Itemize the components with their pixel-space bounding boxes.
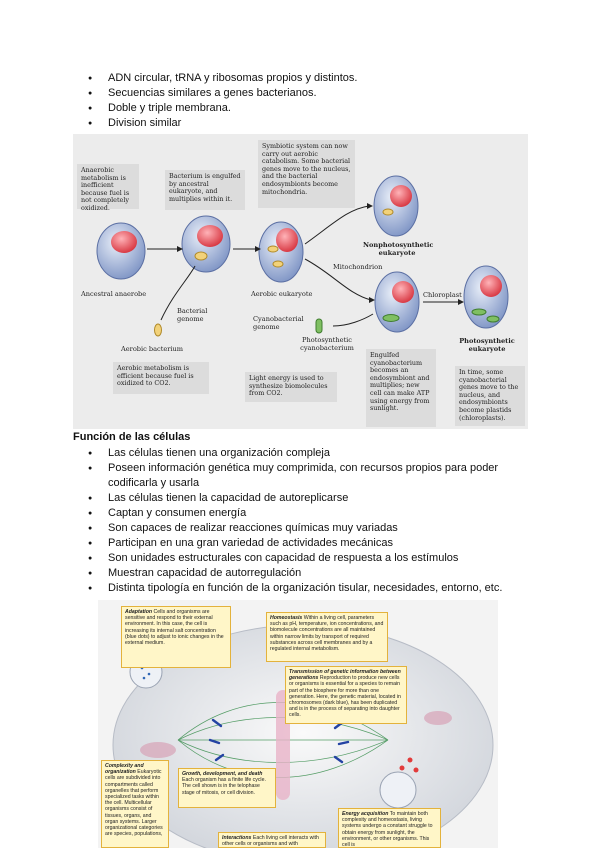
note-energy: Energy acquisition To maintain both comp… (338, 808, 441, 848)
note-title: Growth, development, and death (182, 771, 263, 777)
note-interactions: Interactions Each living cell interacts … (218, 832, 326, 848)
list-item: Distinta tipología en función de la orga… (88, 581, 518, 596)
note-text: Each organism has a finite life cycle. T… (182, 777, 266, 796)
note-complexity: Complexity and organization Eukaryotic c… (101, 760, 169, 848)
note-text: Cells and organisms are sensitive and re… (125, 609, 224, 647)
note-growth: Growth, development, and death Each orga… (178, 768, 276, 808)
list-item: Division similar (88, 116, 528, 131)
list-item: Son unidades estructurales con capacidad… (88, 551, 518, 566)
label-chloroplast: Chloroplast (423, 291, 462, 299)
label-bacterial-genome: Bacterial genome (177, 307, 208, 323)
endosymbiosis-figure: Anaerobic metabolism is inefficient beca… (73, 134, 528, 429)
list-item: Las células tienen una organización comp… (88, 446, 518, 461)
note-bacterium-engulfed: Bacterium is engulfed by ancestral eukar… (165, 170, 245, 210)
label-cyanobacterial-genome: Cyanobacterial genome (253, 315, 304, 331)
list-item: Las células tienen la capacidad de autor… (88, 491, 518, 506)
label-photosynthetic-cyanobacterium: Photosynthetic cyanobacterium (300, 336, 354, 352)
list-item: Captan y consumen energía (88, 506, 518, 521)
list-item: Poseen información genética muy comprimi… (88, 461, 518, 491)
note-title: Energy acquisition (342, 811, 389, 817)
note-engulfed-cyanobacterium: Engulfed cyanobacterium becomes an endos… (366, 349, 436, 427)
label-aerobic-bacterium: Aerobic bacterium (121, 345, 184, 353)
label-ancestral-anaerobe: Ancestral anaerobe (81, 290, 147, 298)
bullet-list-similarities: ADN circular, tRNA y ribosomas propios y… (88, 71, 528, 131)
list-item: Muestran capacidad de autorregulación (88, 566, 518, 581)
endosymbiosis-artwork (96, 175, 509, 337)
list-item: Secuencias similares a genes bacterianos… (88, 86, 528, 101)
note-text: Eukaryotic cells are subdivided into com… (105, 769, 163, 838)
note-title: Interactions (222, 835, 252, 841)
label-aerobic-eukaryote: Aerobic eukaryote (251, 290, 313, 298)
label-nonphotosynthetic-eukaryote: Nonphotosynthetic eukaryote (363, 241, 434, 257)
note-title: Homeostasis (270, 615, 303, 621)
list-item: Participan en una gran variedad de activ… (88, 536, 518, 551)
note-transmission: Transmission of genetic information betw… (285, 666, 407, 724)
label-photosynthetic-eukaryote: Photosynthetic eukaryote (459, 337, 515, 353)
label-mitochondrion: Mitochondrion (333, 263, 383, 271)
note-symbiotic-system: Symbiotic system can now carry out aerob… (258, 140, 355, 208)
note-text: To maintain both complexity and homeosta… (342, 811, 433, 848)
note-in-time: In time, some cyanobacterial genes move … (455, 366, 525, 426)
note-light-energy: Light energy is used to synthesize biomo… (245, 372, 337, 402)
list-item: Son capaces de realizar reacciones quími… (88, 521, 518, 536)
note-anaerobic: Anaerobic metabolism is inefficient beca… (77, 164, 139, 212)
note-title: Adaptation (125, 609, 153, 615)
note-title: Transmission of genetic information betw… (289, 669, 401, 682)
note-text: Reproduction to produce new cells or org… (289, 675, 401, 719)
cell-properties-figure: Adaptation Cells and organisms are sensi… (98, 600, 498, 848)
note-aerobic-metabolism: Aerobic metabolism is efficient because … (113, 362, 209, 394)
note-title: Complexity and organization (105, 763, 144, 776)
list-item: ADN circular, tRNA y ribosomas propios y… (88, 71, 528, 86)
bullet-list-cell-functions: Las células tienen una organización comp… (88, 446, 518, 596)
note-text: Within a living cell, parameters such as… (270, 615, 384, 653)
section-title-cell-functions: Función de las células (73, 431, 191, 443)
note-text: Each living cell interacts with other ce… (222, 835, 319, 848)
note-adaptation: Adaptation Cells and organisms are sensi… (121, 606, 231, 668)
list-item: Doble y triple membrana. (88, 101, 528, 116)
note-homeostasis: Homeostasis Within a living cell, parame… (266, 612, 388, 662)
